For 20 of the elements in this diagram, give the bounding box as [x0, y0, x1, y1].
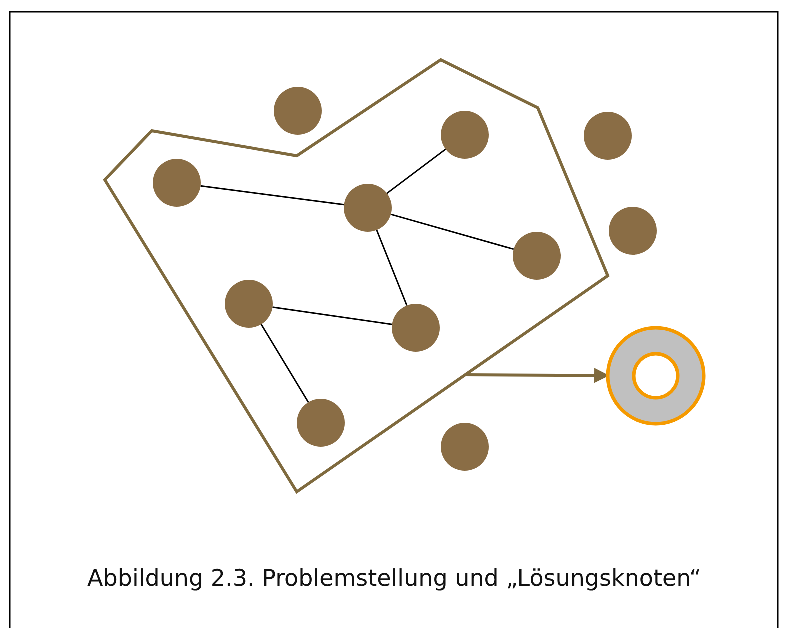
connector-line: [200, 185, 344, 206]
circle-node: [513, 232, 561, 280]
connector-line: [260, 324, 310, 403]
ring-node: [606, 326, 706, 426]
connector-line: [376, 230, 408, 306]
circle-node: [225, 280, 273, 328]
circle-node: [153, 159, 201, 207]
circle-node: [392, 304, 440, 352]
circle-node: [274, 87, 322, 135]
circle-node: [297, 399, 345, 447]
connector-line: [386, 148, 446, 194]
circle-node: [344, 184, 392, 232]
circle-node: [441, 111, 489, 159]
circle-node: [609, 207, 657, 255]
connector-line: [272, 306, 392, 326]
arrow: [465, 368, 610, 384]
figure-caption: Abbildung 2.3. Problemstellung und „Lösungsknoten“: [88, 566, 702, 592]
circle-node: [441, 423, 489, 471]
circle-node: [584, 112, 632, 160]
connector-line: [390, 214, 514, 250]
